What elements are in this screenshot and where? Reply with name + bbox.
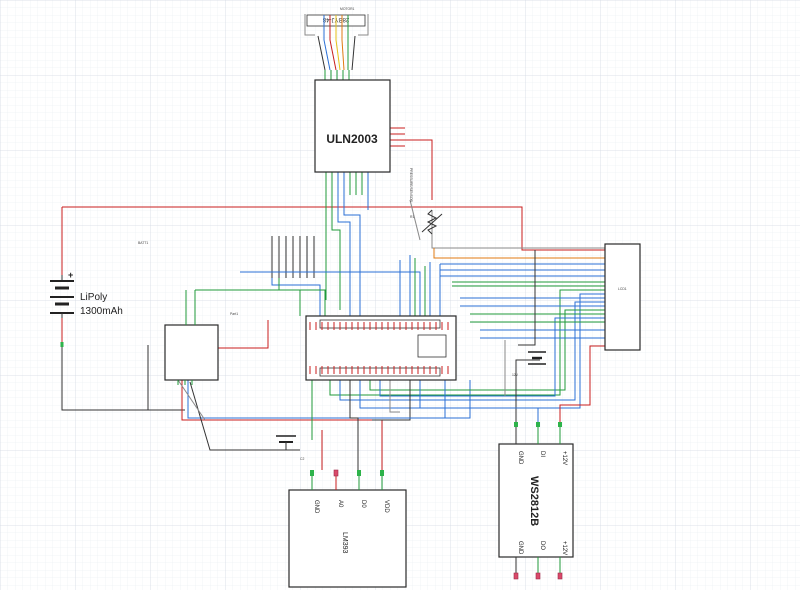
regulator-id: Part1 (230, 312, 238, 316)
ws2812b-pin-gnd-top: GND (517, 451, 523, 465)
cap2-id: C2 (300, 457, 304, 461)
lcd-display: LCD1 (604, 243, 641, 351)
battery-plus-icon: + (68, 270, 73, 280)
uln2003-driver: ULN2003 (314, 79, 391, 173)
lm393-pin-gnd: GND (313, 500, 319, 514)
ws2812b-pin-do: DO (539, 541, 545, 550)
lcd-id: LCD1 (618, 287, 627, 291)
battery-id: BATT1 (138, 241, 148, 245)
pot-id: R1 (410, 215, 414, 219)
battery-type: LiPoly (80, 292, 107, 303)
capacitor-c2: C2 (276, 435, 304, 461)
ws2812b-pin-12v-top: +12V (561, 451, 567, 465)
lm393-label: LM393 (341, 532, 348, 554)
microcontroller-board (305, 315, 457, 381)
ws2812b-pin-gnd-bottom: GND (517, 541, 523, 555)
battery-12v-label: 12V (512, 373, 519, 377)
battery-12v: 12V (512, 351, 546, 377)
uln2003-label: ULN2003 (326, 132, 378, 146)
battery-capacity: 1300mAh (80, 306, 123, 317)
lm393-pin-d0: D0 (360, 500, 366, 508)
pot-label: PRESSURE/SENSOR (409, 168, 413, 202)
ws2812b-pin-di: DI (539, 451, 545, 457)
wires (61, 127, 605, 470)
potentiometer: PRESSURE/SENSOR R1 (409, 168, 443, 235)
ws2812b-strip: GND DI +12V GND DO +12V WS2812B (498, 422, 574, 580)
lm393-module: GND A0 D0 VDD LM393 (288, 469, 407, 588)
ws2812b-label: WS2812B (528, 476, 540, 526)
lm393-pin-a0: A0 (337, 500, 343, 508)
stepper-motor: 28BYJ-48 MOTOR1 (304, 7, 369, 80)
motor-name-label: MOTOR1 (340, 7, 355, 11)
lipoly-battery: BATT1 + LiPoly 1300mAh (50, 241, 148, 347)
lm393-pin-vdd: VDD (383, 500, 389, 513)
ws2812b-pin-12v-bottom: +12V (561, 541, 567, 555)
voltage-regulator: Part1 (164, 312, 238, 385)
